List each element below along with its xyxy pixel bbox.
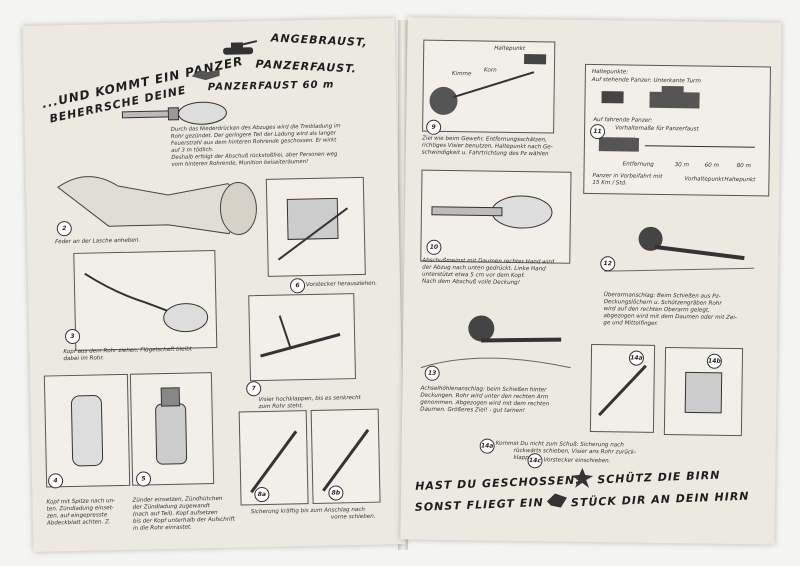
figure-14a-panel [589,344,656,433]
caption-8: Sicherung kräftig bis zum Anschlag nach … [250,506,376,521]
figure-2-hands-on-tube [47,153,259,247]
badge-14b-top: 14b [706,353,722,369]
slogan-line1: HAST DU GESCHOSSEN: [414,473,581,493]
figure-5-panel [129,372,215,486]
caption-5: Zünder einsetzen, Zündhütchen der Zündla… [132,495,235,532]
label-haltepunkt: Haltepunkt [494,45,526,53]
hand-icon [189,66,221,83]
caption-6: Vorstecker herausziehen. [305,280,378,289]
figure-6-panel [265,176,366,277]
badge-13: 13 [424,365,440,381]
caption-12: Überarmanschlag: Beim Schießen aus Pz- D… [603,292,737,327]
figure-3-panel [73,249,218,351]
panzerfaust-illustration [120,100,231,128]
figure-7-panel [248,293,357,382]
figure-12-soldier-prone [604,216,755,280]
figure-13-soldier-cover [420,308,572,380]
caption-4: Kopf mit Spitze nach un- ten. Zündladung… [46,498,116,527]
figure-10-panel [420,169,572,264]
title-angebraust: ANGEBRAUST, [270,31,369,50]
figure-14b-panel [663,347,744,437]
slogan-line2b: STÜCK DIR AN DEIN HIRN [570,489,750,510]
badge-7: 7 [246,381,262,397]
figure-8a-panel [238,410,309,506]
figure-11-box: Haltepunkte: Auf stehende Panzer: Unterk… [583,63,772,197]
caption-3: Kopf aus dem Rohr ziehen, Flügelschaft b… [63,346,193,363]
badge-10: 10 [426,239,442,255]
figure-9-panel: Haltepunkt Kimme Korn [422,39,556,134]
caption-13: Achselhöhlenanschlag: beim Schießen hint… [420,385,550,415]
label-kimme: Kimme [451,71,472,78]
badge-14c: 14c [527,453,543,469]
slogan-line1b: SCHÜTZ DIE BIRN [597,468,721,487]
figure-8b-panel [310,408,381,504]
title-panzerfaust: PANZERFAUST. [255,57,358,76]
left-page: ...UND KOMMT EIN PANZER BEHERRSCHE DEINE… [22,18,406,552]
caption-9: Ziel wie beim Gewehr. Entfernungsschätze… [421,135,553,158]
badge-14a: 14a [479,438,495,454]
fragment-icon [546,493,567,508]
slogan-line2: SONST FLIEGT EIN [414,495,544,514]
caption-10: Abschußmeinst mit Daumen rechter Hand wi… [421,257,555,287]
flying-tank-icon [219,39,259,58]
caption-14b: Vorstecker einschieben. [543,457,611,465]
badge-6: 6 [289,278,306,294]
label-korn: Korn [483,67,497,74]
badge-9: 9 [426,119,442,135]
right-page: Haltepunkt Kimme Korn 9 Ziel wie beim Ge… [400,17,782,545]
explosion-icon [571,467,594,488]
figure-4-panel [43,373,131,488]
weapon-title: PANZERFAUST 60 m [207,79,335,94]
